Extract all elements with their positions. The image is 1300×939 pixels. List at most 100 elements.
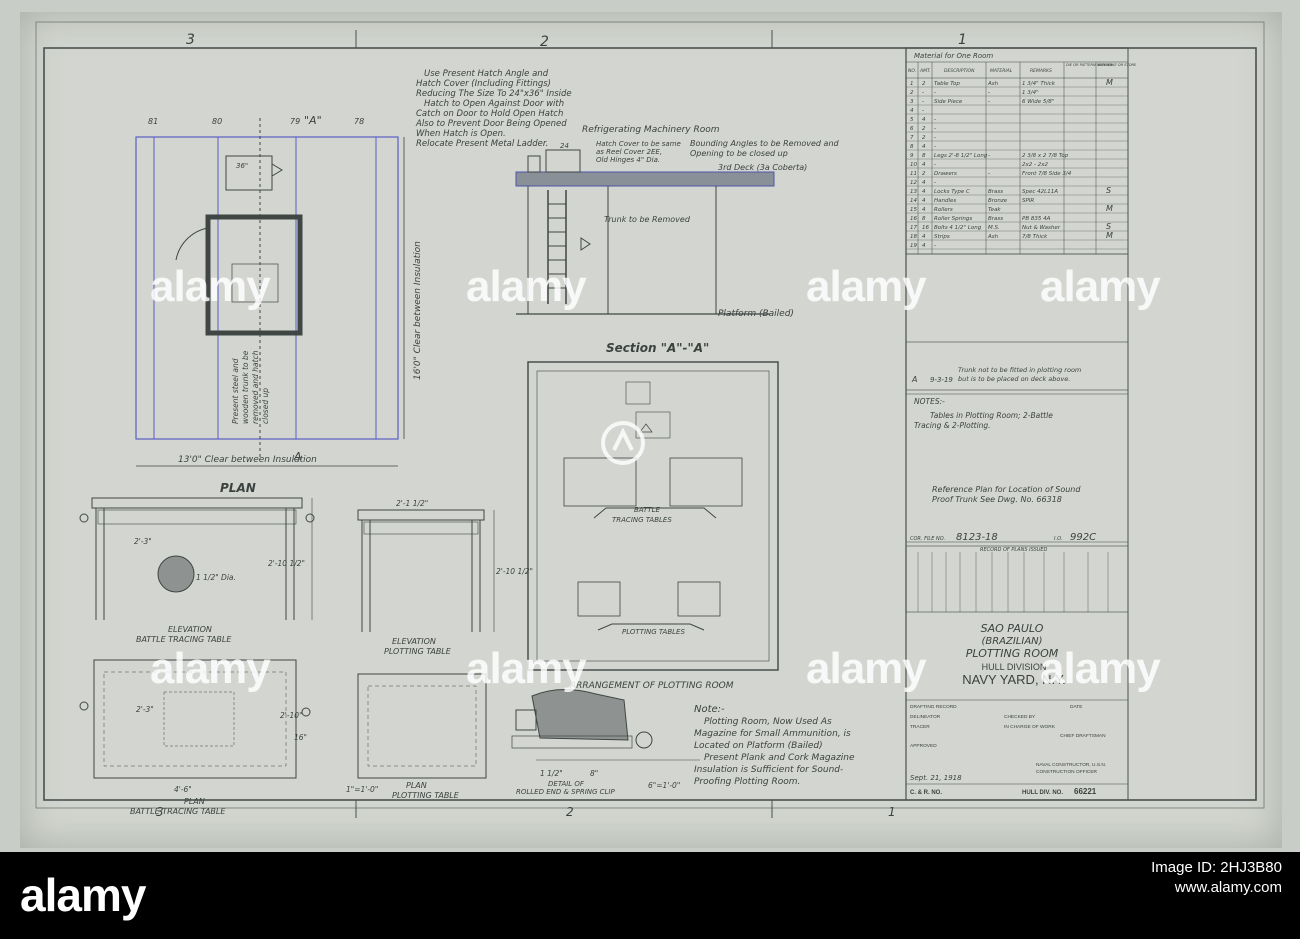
svg-text:8123-18: 8123-18	[956, 532, 998, 543]
table-cell: Side Piece	[934, 99, 963, 105]
table-cell: Front 7/8 Side 3/4	[1022, 171, 1072, 177]
table-cell: 4	[922, 234, 926, 240]
material-table-frame	[905, 47, 1129, 255]
table-cell: 4	[922, 144, 926, 150]
svg-text:I.O.: I.O.	[1054, 536, 1062, 542]
svg-text:AMT.: AMT.	[919, 68, 931, 74]
table-cell: -	[934, 144, 936, 150]
table-cell: -	[988, 171, 990, 177]
svg-text:Note:-: Note:-	[694, 704, 725, 715]
svg-text:DETAIL OF: DETAIL OF	[548, 780, 585, 788]
plotting-plan-drawing	[357, 673, 487, 779]
footer-image-id: Image ID: 2HJ3B80 www.alamy.com	[1151, 858, 1282, 898]
svg-text:removed and hatch: removed and hatch	[251, 350, 260, 424]
svg-text:Bounding Angles to be Removed: Bounding Angles to be Removed and	[690, 139, 840, 148]
yard-name: NAVY YARD, N.Y.	[962, 672, 1066, 687]
svg-text:as Reel Cover 2EE,: as Reel Cover 2EE,	[596, 148, 662, 156]
table-cell: 4	[922, 180, 926, 186]
svg-text:79: 79	[290, 117, 300, 126]
table-cell: 13	[910, 189, 917, 195]
svg-text:Plotting Room, Now Used As: Plotting Room, Now Used As	[704, 717, 832, 727]
table-cell: M	[1106, 204, 1113, 213]
table-cell: -	[922, 99, 924, 105]
svg-text:REMARKS: REMARKS	[1030, 68, 1052, 74]
svg-text:Tracing & 2-Plotting.: Tracing & 2-Plotting.	[914, 421, 991, 430]
svg-text:PLOTTING TABLE: PLOTTING TABLE	[384, 647, 452, 656]
svg-text:Present Plank and Cork Magazin: Present Plank and Cork Magazine	[704, 753, 855, 763]
svg-text:Also to Prevent Door Being Ope: Also to Prevent Door Being Opened	[415, 119, 567, 129]
table-cell: M	[1106, 78, 1113, 87]
svg-text:A: A	[911, 375, 917, 384]
drawing-title: PLOTTING ROOM	[966, 647, 1059, 660]
table-cell: Ash	[987, 234, 999, 240]
section-mark-bottom: A	[293, 450, 302, 463]
watermark-text: alamy	[806, 262, 927, 311]
svg-text:HULL DIVISION: HULL DIVISION	[982, 662, 1047, 672]
section-mark: "A"	[304, 114, 322, 127]
table-cell: Brass	[988, 189, 1003, 195]
svg-text:2'-3": 2'-3"	[134, 537, 152, 546]
table-cell: 2	[910, 90, 914, 96]
svg-text:C. & R. NO.: C. & R. NO.	[910, 790, 942, 796]
zone-label: 1	[958, 32, 967, 48]
drawing-border	[43, 47, 1257, 801]
table-cell: Rollers	[934, 207, 953, 213]
table-cell: Brass	[988, 216, 1003, 222]
table-cell: SPIR	[1022, 198, 1034, 204]
site-url[interactable]: www.alamy.com	[1174, 879, 1282, 896]
svg-text:NAVAL CONSTRUCTOR, U.S.N.: NAVAL CONSTRUCTOR, U.S.N.	[1036, 762, 1106, 768]
table-cell: 1 3/4"	[1022, 90, 1039, 96]
footer-bar: alamy Image ID: 2HJ3B80 www.alamy.com	[0, 852, 1300, 939]
table-cell: Spec 42L11A	[1022, 189, 1058, 195]
table-cell: M	[1106, 231, 1113, 240]
table-cell: 8	[922, 216, 926, 222]
table-cell: 9	[910, 153, 914, 159]
footer-logo[interactable]: alamy	[20, 869, 146, 921]
svg-text:2'-10 1/2": 2'-10 1/2"	[268, 559, 305, 568]
battle-elevation-labels: 2'-3" 1 1/2" Dia. 2'-10 1/2" ELEVATION B…	[134, 537, 305, 644]
general-note: Note:- Plotting Room, Now Used As Magazi…	[694, 704, 855, 787]
svg-text:Reference Plan for Location of: Reference Plan for Location of Sound	[932, 485, 1081, 494]
svg-text:PLOTTING TABLE: PLOTTING TABLE	[392, 791, 460, 800]
battle-plan-labels: 2'-3" 4'-6" 2'-10" 16" PLAN BATTLE TRACI…	[130, 705, 307, 816]
svg-text:Tables in Plotting Room; 2-Bat: Tables in Plotting Room; 2-Battle	[930, 411, 1053, 420]
table-cell: Ash	[987, 81, 999, 87]
table-cell: 2x2 - 2x2	[1022, 162, 1048, 168]
svg-text:PLAN: PLAN	[406, 781, 427, 790]
svg-text:BATTLE TRACING TABLE: BATTLE TRACING TABLE	[136, 635, 232, 644]
table-cell: -	[934, 243, 936, 249]
plan-title: PLAN	[220, 481, 256, 495]
svg-text:24: 24	[560, 142, 569, 150]
svg-text:Trunk to be Removed: Trunk to be Removed	[604, 215, 691, 224]
svg-text:HULL DIV. NO.: HULL DIV. NO.	[1022, 790, 1063, 796]
plan-labels: 81 80 79 78 "A" A 36" 13'0" Clear betwee…	[148, 114, 423, 495]
svg-text:BATTLE TRACING TABLE: BATTLE TRACING TABLE	[130, 807, 226, 816]
table-cell: Bronze	[988, 198, 1008, 204]
svg-text:TRACER: TRACER	[910, 724, 930, 730]
image-id-label: Image ID: 2HJ3B80	[1151, 859, 1282, 876]
outer-border	[35, 21, 1265, 809]
table-cell: S	[1106, 186, 1111, 195]
svg-text:Catch on Door to Hold Open Hat: Catch on Door to Hold Open Hatch	[416, 109, 563, 119]
watermark-logo-icon	[601, 421, 645, 465]
watermark-text: alamy	[150, 262, 271, 311]
svg-text:closed up: closed up	[261, 388, 270, 424]
table-cell: PB 835 4A	[1022, 216, 1051, 222]
svg-text:When Hatch is Open.: When Hatch is Open.	[416, 129, 506, 139]
notes-block: NOTES:- Tables in Plotting Room; 2-Battl…	[914, 397, 1081, 504]
watermark-text: alamy	[1040, 262, 1161, 311]
table-cell: -	[922, 90, 924, 96]
svg-text:2'-10 1/2": 2'-10 1/2"	[496, 567, 533, 576]
svg-text:80: 80	[212, 117, 222, 126]
svg-text:TRACING TABLES: TRACING TABLES	[612, 516, 672, 524]
table-cell: 8	[910, 144, 914, 150]
table-cell: 2	[922, 126, 926, 132]
svg-text:Old Hinges 4" Dia.: Old Hinges 4" Dia.	[596, 156, 660, 164]
table-cell: Drawers	[934, 171, 957, 177]
battle-plan-drawing	[79, 659, 311, 779]
watermark-text: alamy	[466, 262, 587, 311]
table-cell: 16	[910, 216, 917, 222]
svg-text:81: 81	[148, 117, 158, 126]
table-cell: 5	[910, 117, 914, 123]
plotting-plan-labels: 1"=1'-0" PLAN PLOTTING TABLE	[346, 781, 460, 800]
